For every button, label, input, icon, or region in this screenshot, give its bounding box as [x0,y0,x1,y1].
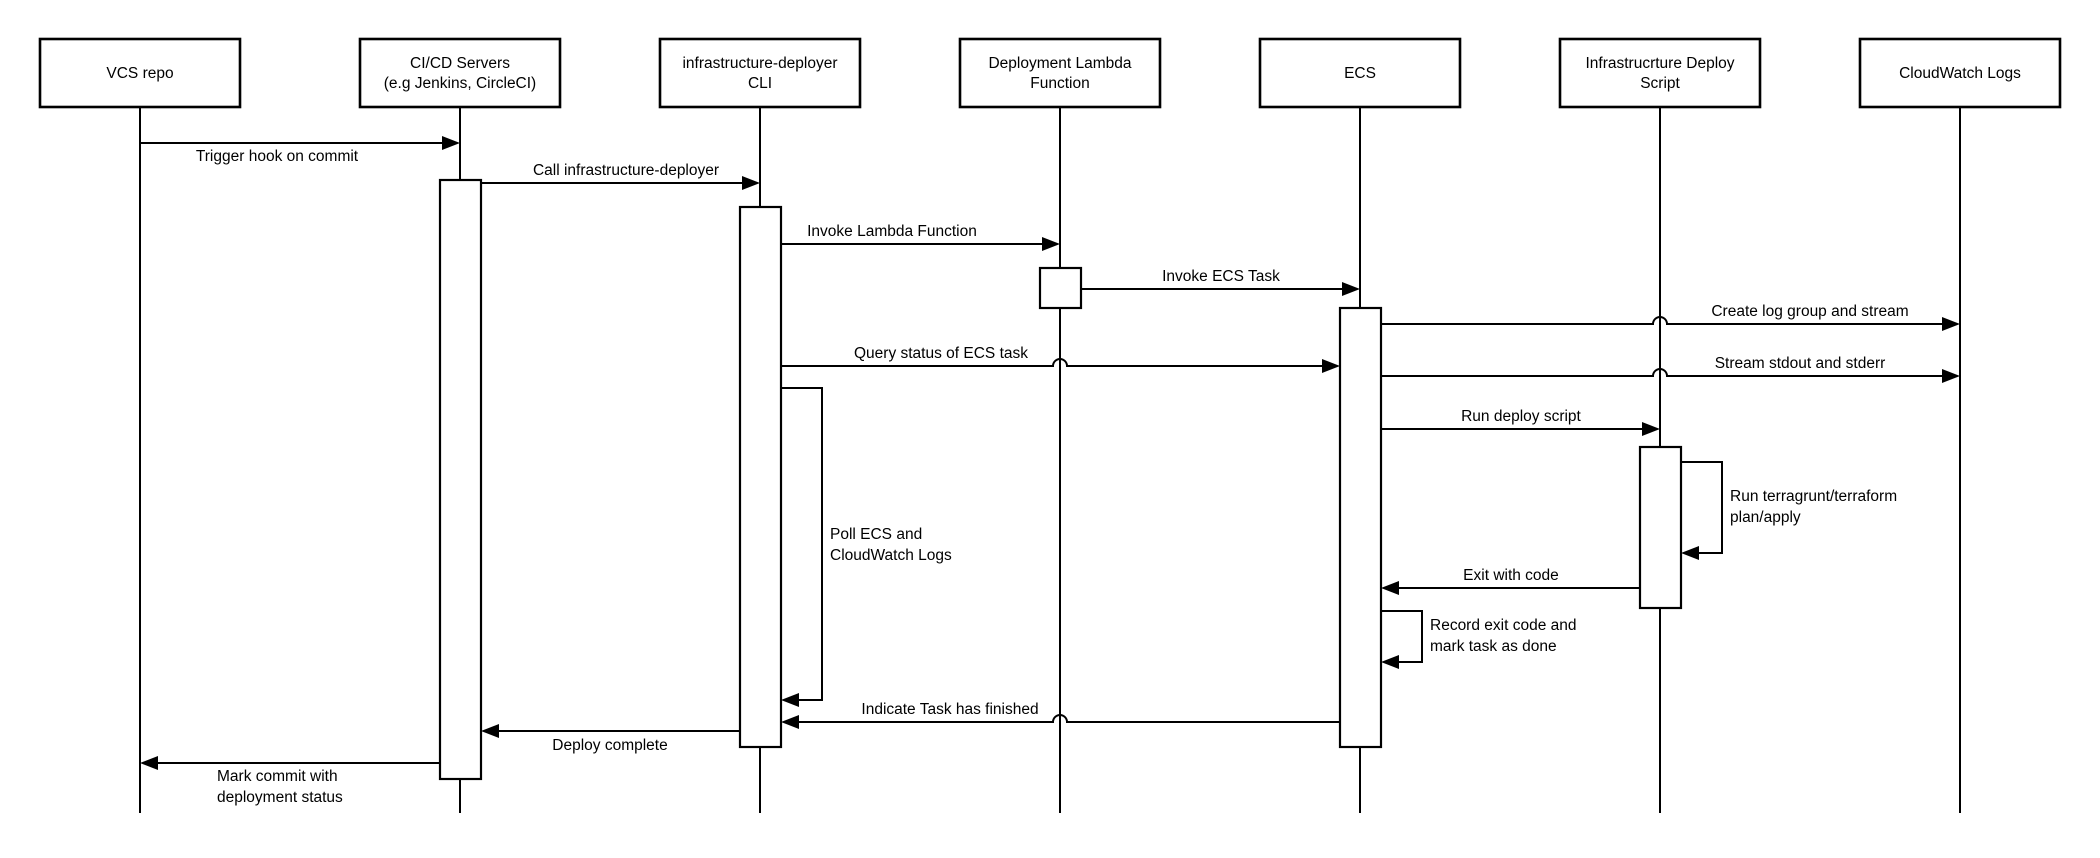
self-message-label: Poll ECS and [830,526,922,543]
activation-cicd-servers [438,178,483,781]
arrowhead [781,693,799,707]
arrowhead [1681,546,1699,560]
message-line [1381,316,1946,325]
participant-label-vcs-repo: VCS repo [106,65,173,82]
self-message-line [1681,461,1723,554]
message-line [795,714,1340,723]
arrowhead [1342,282,1360,296]
message-label: Invoke Lambda Function [807,223,977,240]
self-message-label: CloudWatch Logs [830,547,952,564]
message-deploy-complete: Deploy complete [481,724,740,754]
message-label: Call infrastructure-deployer [533,162,719,179]
message-line [781,358,1326,367]
participant-box-vcs-repo [38,37,242,109]
activation-ecs [1338,306,1383,749]
self-message-label: Run terragrunt/terraform [1730,488,1897,505]
arrowhead [1942,369,1960,383]
message-create-log-group-and-stream: Create log group and stream [1381,303,1960,331]
message-query-status-of-ecs-task: Query status of ECS task [781,345,1340,373]
participant-label-cicd-servers: CI/CD Servers [410,55,510,72]
message-label: Deploy complete [552,737,667,754]
arrowhead [442,136,460,150]
self-message-label: mark task as done [1430,638,1557,655]
self-message-line [1381,610,1423,663]
message-invoke-ecs-task: Invoke ECS Task [1081,268,1360,296]
participant-box-ecs [1258,37,1462,109]
arrowhead [1381,655,1399,669]
participant-label-deployment-lambda-function: Function [1030,75,1089,92]
participant-cloudwatch-logs: CloudWatch Logs [1858,37,2062,109]
participant-label-infrastructure-deploy-script: Infrastrucrture Deploy [1585,55,1734,72]
message-label: Indicate Task has finished [861,701,1038,718]
activation-infrastructure-deployer-cli [738,205,783,749]
participant-label-cloudwatch-logs: CloudWatch Logs [1899,65,2021,82]
participant-vcs-repo: VCS repo [38,37,242,109]
message-exit-with-code: Exit with code [1381,567,1640,595]
participant-label-deployment-lambda-function: Deployment Lambda [988,55,1131,72]
message-run-deploy-script: Run deploy script [1381,408,1660,436]
message-label: Mark commit with [217,768,338,785]
message-label: Exit with code [1463,567,1559,584]
message-label: Invoke ECS Task [1162,268,1280,285]
arrowhead [140,756,158,770]
message-invoke-lambda-function: Invoke Lambda Function [781,223,1060,251]
self-message-label: plan/apply [1730,509,1801,526]
message-indicate-task-has-finished: Indicate Task has finished [781,701,1340,729]
participant-label-infrastructure-deployer-cli: infrastructure-deployer [682,55,837,72]
arrowhead [1322,359,1340,373]
arrowhead [481,724,499,738]
self-message-label: Record exit code and [1430,617,1576,634]
message-stream-stdout-and-stderr: Stream stdout and stderr [1381,355,1960,383]
message-label: Trigger hook on commit [196,148,359,165]
message-trigger-hook-on-commit: Trigger hook on commit [140,136,460,165]
arrowhead [742,176,760,190]
participant-label-infrastructure-deployer-cli: CLI [748,75,772,92]
message-label: Query status of ECS task [854,345,1028,362]
self-message-line [781,387,823,701]
participant-box-deployment-lambda-function [958,37,1162,109]
activation-infrastructure-deploy-script [1638,445,1683,610]
participant-ecs: ECS [1258,37,1462,109]
arrowhead [1042,237,1060,251]
participant-label-infrastructure-deploy-script: Script [1640,75,1680,92]
message-label: Create log group and stream [1711,303,1908,320]
participant-box-infrastructure-deployer-cli [658,37,862,109]
activation-deployment-lambda-function [1038,266,1083,310]
participant-label-cicd-servers: (e.g Jenkins, CircleCI) [384,75,536,92]
arrowhead [1942,317,1960,331]
participant-box-cicd-servers [358,37,562,109]
message-label: deployment status [217,789,343,806]
message-label: Stream stdout and stderr [1715,355,1886,372]
participant-box-infrastructure-deploy-script [1558,37,1762,109]
arrowhead [1642,422,1660,436]
arrowhead [1381,581,1399,595]
message-mark-commit-with-deployment-status: Mark commit with deployment status [140,756,440,806]
message-call-infrastructure-deployer: Call infrastructure-deployer [481,162,760,190]
participant-label-ecs: ECS [1344,65,1376,82]
message-label: Run deploy script [1461,408,1581,425]
arrowhead [781,715,799,729]
self-message-run-terragrunt-terraform-plan-apply: Run terragrunt/terraform plan/apply [1681,461,1897,560]
self-message-record-exit-code-and-mark-task-as-done: Record exit code and mark task as done [1381,610,1576,669]
message-line [1381,368,1946,377]
participant-cicd-servers: CI/CD Servers (e.g Jenkins, CircleCI) [358,37,562,109]
participant-box-cloudwatch-logs [1858,37,2062,109]
